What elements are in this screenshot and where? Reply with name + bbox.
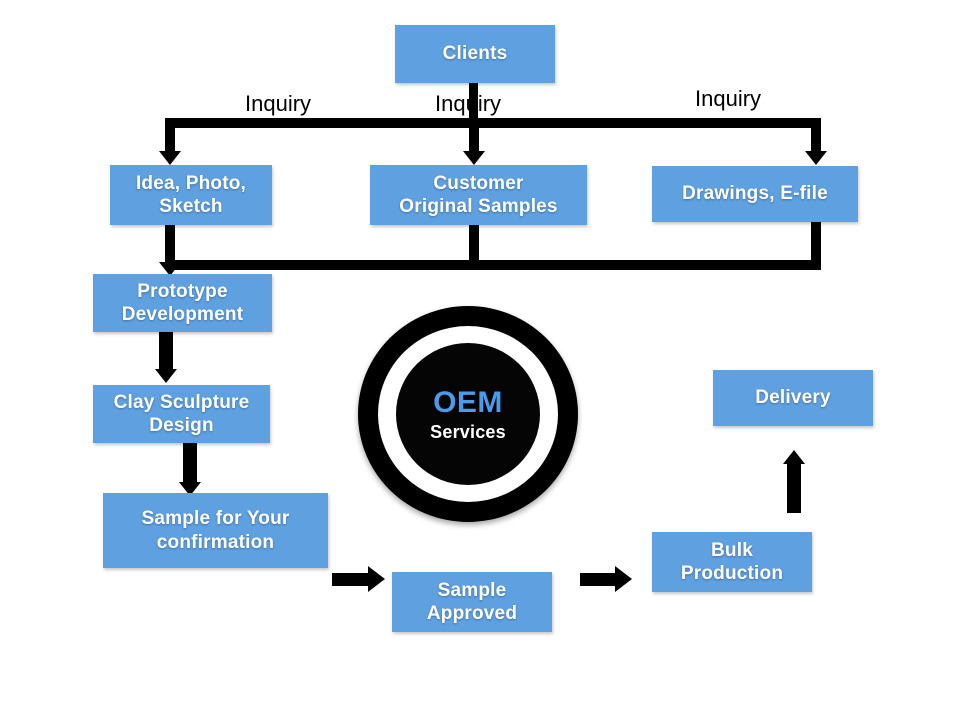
- connector-split-drop-left: [165, 118, 175, 154]
- node-delivery[interactable]: Delivery: [713, 370, 873, 426]
- connector-split-bar: [165, 118, 821, 128]
- node-sample-approved-label: Sample Approved: [426, 579, 518, 624]
- connector-to-bulk-production: [580, 573, 618, 586]
- connector-split-drop-right: [811, 118, 821, 154]
- node-sample-for-your-confirmation-label: Sample for Your confirmation: [141, 508, 290, 553]
- node-idea-photo-sketch-label: Idea, Photo, Sketch: [135, 172, 247, 217]
- arrow-down-to-sample-for-confirmation: [179, 482, 201, 496]
- oem-badge-title: OEM: [433, 385, 503, 419]
- edge-label-inquiry-center: Inquiry: [435, 91, 501, 117]
- connector-prototype-to-clay: [159, 332, 173, 372]
- arrow-up-to-delivery: [783, 450, 805, 464]
- node-idea-photo-sketch[interactable]: Idea, Photo, Sketch: [110, 165, 272, 225]
- node-drawings-efile[interactable]: Drawings, E-file: [652, 166, 858, 222]
- connector-merge-stem-left: [165, 225, 175, 270]
- connector-merge-stem-right: [811, 222, 821, 270]
- node-clients-label: Clients: [442, 43, 508, 65]
- edge-label-inquiry-left: Inquiry: [245, 91, 312, 116]
- node-customer-original-samples[interactable]: Customer Original Samples: [370, 165, 587, 225]
- connector-bulk-to-delivery: [787, 463, 801, 513]
- node-sample-approved[interactable]: Sample Approved: [392, 572, 552, 632]
- node-delivery-label: Delivery: [755, 387, 831, 409]
- connector-to-sample-approved: [332, 573, 372, 586]
- connector-clay-to-sample: [183, 443, 197, 485]
- edge-label-inquiry-right: Inquiry: [695, 86, 762, 111]
- arrow-down-to-clay-sculpture-design: [155, 369, 177, 383]
- arrow-right-to-sample-approved: [368, 566, 385, 592]
- node-drawings-efile-label: Drawings, E-file: [682, 183, 828, 205]
- node-clients[interactable]: Clients: [395, 25, 555, 83]
- node-bulk-production-label: Bulk Production: [680, 539, 784, 584]
- arrow-down-to-prototype-development: [159, 262, 181, 276]
- connector-merge-stem-center: [469, 225, 479, 270]
- oem-services-badge: OEM Services: [358, 306, 578, 522]
- connector-merge-bar: [165, 260, 821, 270]
- node-prototype-development-label: Prototype Development: [121, 280, 244, 325]
- node-sample-for-your-confirmation[interactable]: Sample for Your confirmation: [103, 493, 328, 568]
- arrow-down-to-customer-original-samples: [463, 151, 485, 165]
- oem-badge-core: OEM Services: [396, 343, 540, 485]
- oem-badge-ring-gap: OEM Services: [378, 326, 558, 502]
- arrow-down-to-idea-photo-sketch: [159, 151, 181, 165]
- arrow-down-to-drawings-efile: [805, 151, 827, 165]
- node-customer-original-samples-label: Customer Original Samples: [399, 172, 558, 217]
- oem-badge-subtitle: Services: [430, 421, 506, 442]
- node-clay-sculpture-design-label: Clay Sculpture Design: [113, 391, 250, 436]
- connector-split-drop-center: [469, 118, 479, 154]
- node-clay-sculpture-design[interactable]: Clay Sculpture Design: [93, 385, 270, 443]
- arrow-right-to-bulk-production: [615, 566, 632, 592]
- connector-clients-stem: [469, 83, 478, 119]
- node-prototype-development[interactable]: Prototype Development: [93, 274, 272, 332]
- node-bulk-production[interactable]: Bulk Production: [652, 532, 812, 592]
